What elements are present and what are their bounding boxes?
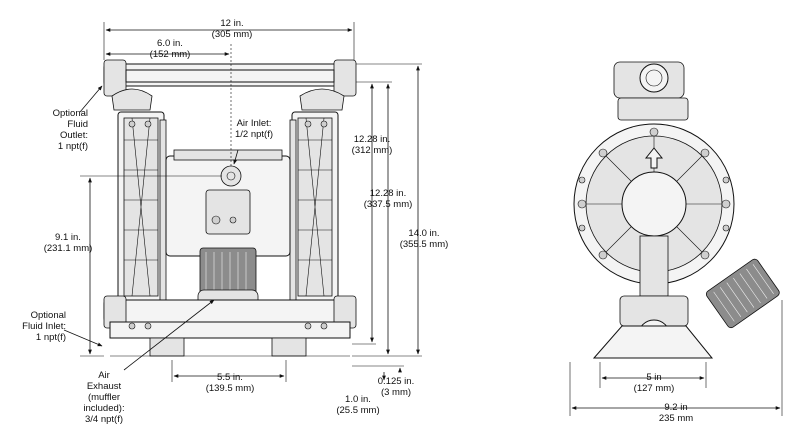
air-inlet-label: Air Inlet:1/2 npt(f) [235, 118, 273, 140]
base-height-label: 1.0 in.(25.5 mm) [336, 394, 379, 416]
muffler [199, 247, 257, 295]
base-width-label: 5.5 in.(139.5 mm) [206, 372, 255, 394]
side-muffler [705, 258, 780, 329]
foot-spacing-label: 5 in(127 mm) [634, 372, 675, 394]
width-half-label: 6.0 in.(152 mm) [150, 38, 191, 60]
height-b-label: 12.28 in.(337.5 mm) [364, 188, 413, 210]
side-view-pump [573, 61, 780, 359]
height-a-label: 12.28 in.(312 mm) [352, 134, 393, 156]
height-total-label: 14.0 in.(355.5 mm) [400, 228, 449, 250]
outlet-port-right [333, 59, 357, 97]
side-view-dimensions [569, 300, 783, 416]
foot-thickness-label: 0.125 in.(3 mm) [378, 376, 414, 398]
width-overall-label: 12 in.(305 mm) [212, 18, 253, 40]
front-view-pump [103, 59, 357, 357]
front-view-dimensions [63, 22, 422, 382]
center-height-label: 9.1 in.(231.1 mm) [44, 232, 93, 254]
air-inlet-fitting [220, 165, 242, 187]
